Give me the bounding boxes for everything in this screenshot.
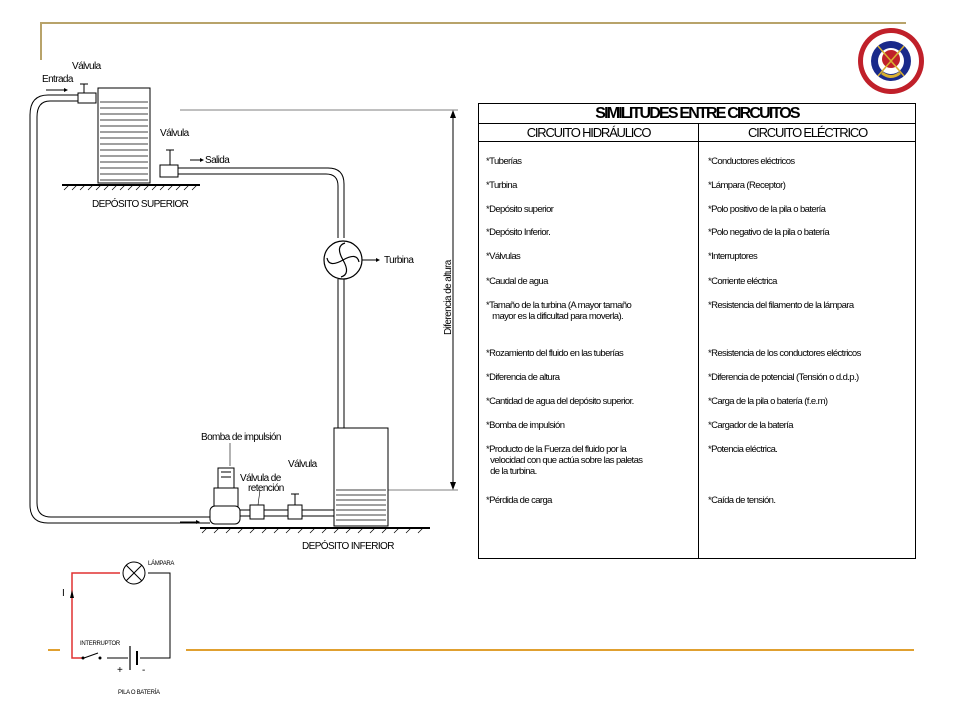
lower-tank-label: DEPÓSITO INFERIOR [302,539,394,552]
check-valve-label: retención [248,483,284,494]
table-title: SIMILITUDES ENTRE CIRCUITOS [479,104,915,124]
table-cell: *Polo negativo de la pila o batería [708,227,830,238]
valve-top-label: Válvula [72,61,102,72]
table-cell: *Tamaño de la turbina (A mayor tamaño ma… [486,300,632,322]
table-cell: *Resistencia del filamento de la lámpara [708,300,854,311]
table-cell: *Carga de la pila o batería (f.e.m) [708,396,828,407]
turbine-label: Turbina [384,255,414,266]
upper-tank-label: DEPÓSITO SUPERIOR [92,197,189,210]
table-cell: *Turbina [486,180,517,191]
table-cell: *Resistencia de los conductores eléctric… [708,348,861,359]
table-cell: *Conductores eléctricos [708,156,795,167]
valve-lower-label: Válvula [288,459,318,470]
table-cell: *Cantidad de agua del depósito superior. [486,396,634,407]
table-cell: *Pérdida de carga [486,495,552,506]
table-cell: *Bomba de impulsión [486,420,565,431]
table-cell: *Corriente eléctrica [708,276,777,287]
table-cell: *Polo positivo de la pila o batería [708,204,826,215]
table-cell: *Rozamiento del fluido en las tuberías [486,348,624,359]
table-cell: *Caída de tensión. [708,495,776,506]
frame-left-line [40,22,42,60]
table-cell: *Lámpara (Receptor) [708,180,786,191]
table-cell: *Depósito Inferior. [486,227,551,238]
institute-logo [858,28,924,94]
table-cell: *Diferencia de altura [486,372,560,383]
frame-bottom-line [48,649,60,651]
table-cell: *Interruptores [708,251,758,262]
frame-top-line [40,22,906,24]
battery-label: PILA O BATERÍA [118,689,160,696]
electric-circuit [70,561,171,670]
table-cell: *Cargador de la batería [708,420,794,431]
plus-label: + [117,665,123,676]
similarities-table: SIMILITUDES ENTRE CIRCUITOS CIRCUITO HID… [478,103,916,559]
valve-outlet-label: Válvula [160,128,190,139]
inlet-label: Entrada [42,74,74,85]
column-header-hydraulic: CIRCUITO HIDRÁULICO [479,124,698,142]
table-cell: *Diferencia de potencial (Tensión o d.d.… [708,372,859,383]
table-cell: *Válvulas [486,251,521,262]
water-hatch [100,101,148,181]
table-cell: *Tuberías [486,156,522,167]
table-cell: *Producto de la Fuerza del fluido por la… [486,444,643,477]
lamp-label: LÁMPARA [148,560,174,567]
frame-bottom-line [186,649,914,651]
height-label: Diferencia de altura [443,259,454,335]
table-cell: *Depósito superior [486,204,554,215]
check-valve-label: Válvula de [240,473,282,484]
current-label: I [62,588,64,599]
table-cell: *Caudal de agua [486,276,548,287]
column-divider [698,124,699,558]
switch-label: INTERRUPTOR [80,641,121,647]
pump-label: Bomba de impulsión [201,432,281,443]
minus-label: - [142,665,145,676]
table-cell: *Potencia eléctrica. [708,444,778,455]
column-header-electric: CIRCUITO ELÉCTRICO [699,124,916,142]
outlet-label: Salida [205,155,230,166]
